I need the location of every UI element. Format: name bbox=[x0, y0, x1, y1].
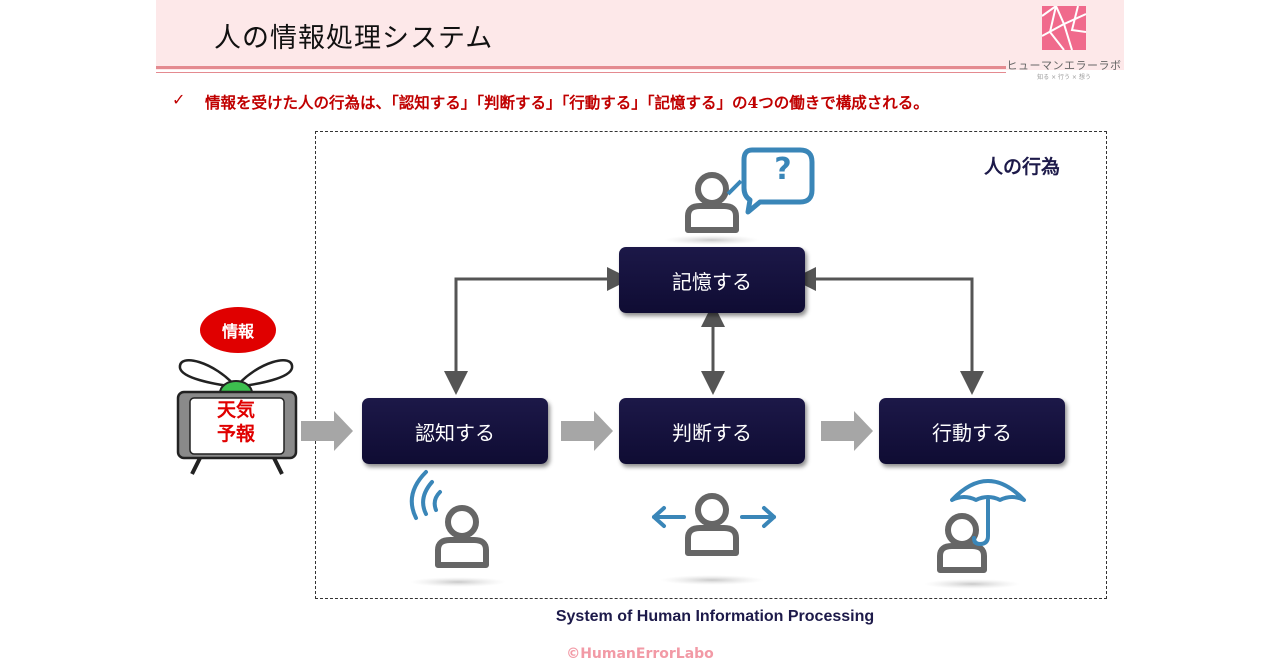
node-memorize: 記憶する bbox=[619, 247, 805, 313]
info-badge-label: 情報 bbox=[221, 322, 254, 341]
question-bubble-icon bbox=[726, 147, 815, 215]
tv-screen-text: 天気 予報 bbox=[196, 398, 276, 446]
frame-label: 人の行為 bbox=[984, 156, 1061, 178]
checkmark-icon: ✓ bbox=[172, 90, 186, 109]
node-recognize: 認知する bbox=[362, 398, 548, 464]
logo-subtext: 知る × 行う × 想う bbox=[1037, 74, 1091, 81]
tv-icon bbox=[176, 359, 298, 475]
recognize-person-icon bbox=[410, 505, 506, 587]
tv-text-line1: 天気 bbox=[216, 399, 255, 421]
flow-arrow-recognize-judge bbox=[561, 411, 613, 451]
logo-mark-icon bbox=[1042, 6, 1086, 50]
tv-text-line2: 予報 bbox=[216, 423, 255, 445]
act-person-icon bbox=[924, 513, 1020, 589]
bullet-text: 情報を受けた人の行為は、「認知する」「判断する」「行動する」「記憶する」の4つの… bbox=[205, 93, 929, 112]
flow-arrow-input bbox=[301, 411, 353, 451]
human-action-frame bbox=[315, 131, 1107, 599]
umbrella-icon bbox=[950, 479, 1026, 546]
diagram-caption: System of Human Information Processing bbox=[555, 608, 875, 625]
question-mark: ? bbox=[774, 152, 792, 187]
info-badge bbox=[200, 307, 276, 353]
header-rule-thin bbox=[156, 72, 1006, 73]
signal-waves-icon bbox=[409, 470, 442, 520]
node-judge: 判断する bbox=[619, 398, 805, 464]
judge-person-icon bbox=[660, 493, 764, 585]
left-right-arrows-icon bbox=[652, 506, 776, 528]
memory-person-icon bbox=[664, 172, 760, 245]
brand-logo: ヒューマンエラーラボ 知る × 行う × 想う bbox=[1004, 2, 1124, 82]
flow-arrow-judge-act bbox=[821, 411, 873, 451]
node-act: 行動する bbox=[879, 398, 1065, 464]
copyright: ©HumanErrorLabo bbox=[566, 646, 714, 662]
slide-header bbox=[156, 0, 1124, 70]
header-rule-thick bbox=[156, 66, 1006, 69]
connector-memory-act bbox=[792, 267, 984, 395]
slide-title: 人の情報処理システム bbox=[214, 23, 494, 54]
logo-text: ヒューマンエラーラボ bbox=[1006, 59, 1122, 72]
connector-memory-recognize bbox=[444, 267, 631, 395]
